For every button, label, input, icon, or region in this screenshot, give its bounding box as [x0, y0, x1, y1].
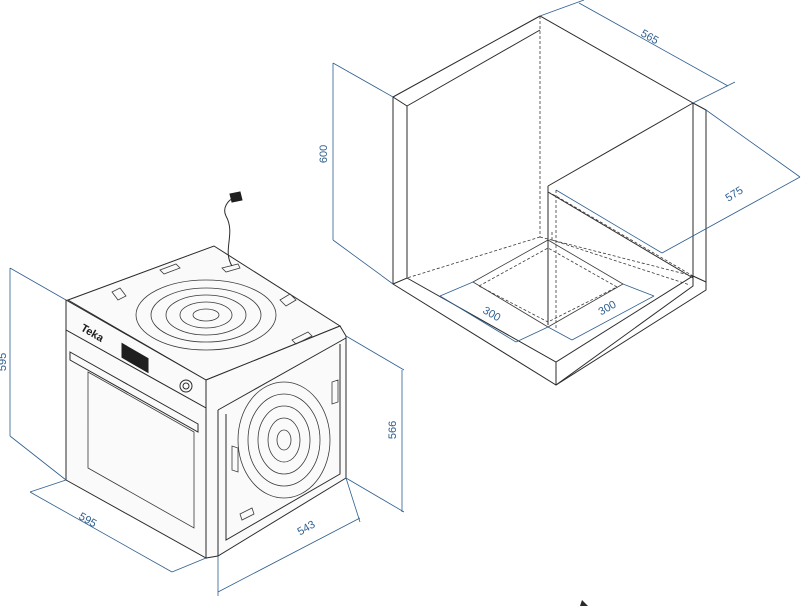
- dim-label-oven-side-height: 566: [387, 421, 399, 439]
- cabinet-drawing: 565 575 600 300 300: [318, 0, 801, 386]
- dim-label-cutout-b: 300: [597, 299, 619, 319]
- dim-line-cutout-b: [547, 283, 655, 341]
- cursor-mark: [580, 600, 588, 606]
- dim-label-cabinet-width: 565: [639, 28, 661, 48]
- oven-plug-icon: [229, 191, 243, 203]
- dim-line-oven-depth: [217, 477, 361, 596]
- cabinet-floor-cutout-inner: [478, 247, 618, 323]
- dim-line-oven-height: [9, 267, 67, 481]
- oven-top-embossing: [111, 263, 313, 351]
- oven-controls: [121, 342, 193, 393]
- cabinet-front-opening: [547, 102, 694, 325]
- oven-side-frame: [217, 337, 347, 556]
- dim-line-cutout-a: [439, 281, 549, 343]
- dim-label-oven-depth: 543: [296, 519, 318, 539]
- cabinet-right-wall: [555, 102, 707, 386]
- dim-label-oven-width: 595: [77, 511, 99, 531]
- oven-drawing: Teka 595 595 543 566: [0, 191, 405, 596]
- dim-line-oven-side-height: [345, 335, 405, 513]
- dim-line-oven-width: [29, 479, 207, 573]
- dim-label-cabinet-depth: 575: [723, 185, 745, 205]
- dim-line-cabinet-width: [539, 0, 736, 104]
- cabinet-left-wall: [392, 29, 541, 278]
- dim-line-cabinet-height: [332, 62, 394, 285]
- oven-power-cord: [224, 197, 235, 267]
- dim-line-cabinet-depth: [555, 109, 801, 254]
- cabinet-bottom-front: [392, 275, 707, 363]
- cabinet-hidden-edges: [406, 16, 694, 330]
- oven-side-embossing: [231, 379, 339, 521]
- oven-door-window: [87, 371, 195, 529]
- dim-label-cabinet-height: 600: [318, 145, 330, 163]
- oven-knob-icon: [179, 379, 193, 393]
- oven-door-handle: [69, 351, 199, 433]
- dim-label-oven-height: 595: [0, 353, 9, 371]
